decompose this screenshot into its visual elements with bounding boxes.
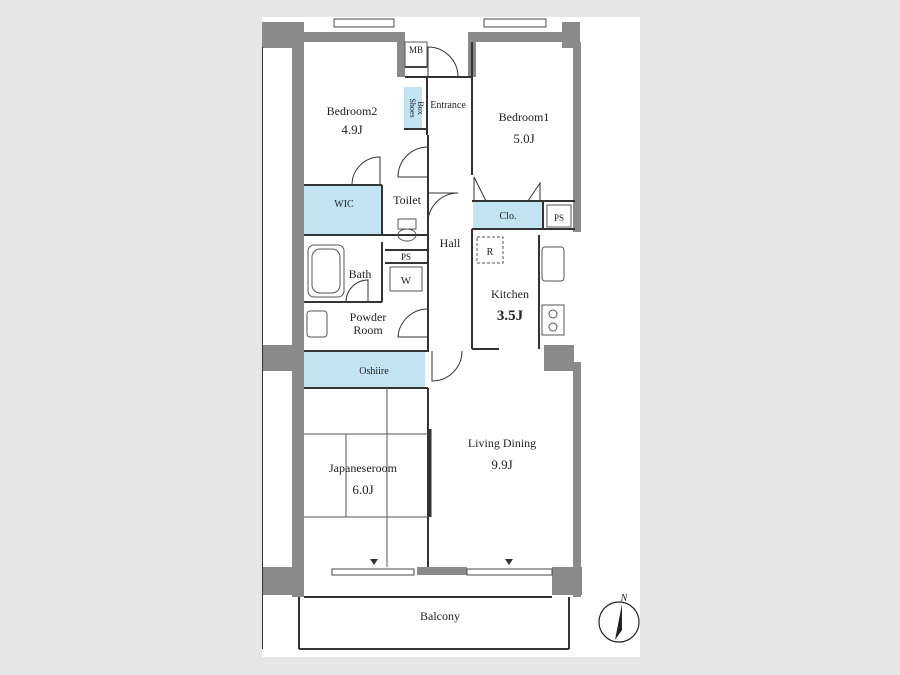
walls	[262, 22, 582, 597]
wic-fill	[304, 185, 382, 234]
shoes-box-fill	[404, 87, 422, 129]
japaneseroom-label: Japaneseroom	[329, 461, 398, 475]
door-powder	[397, 308, 429, 338]
mb-box	[404, 41, 428, 68]
washer-box	[389, 266, 423, 292]
wall-bottom-mid	[417, 567, 467, 575]
fridge-box	[476, 236, 504, 264]
storage-fills	[304, 87, 543, 387]
living-dining-label: Living Dining	[468, 436, 536, 450]
stove-burner-1	[548, 309, 558, 319]
door-toilet	[397, 146, 429, 178]
powder-room-label-line1: Powder	[350, 310, 387, 324]
powder-room-label-line2: Room	[353, 323, 383, 337]
shoes-box-label-line2: Box	[416, 101, 425, 114]
compass-label: N	[620, 593, 629, 604]
entrance-label: Entrance	[430, 100, 466, 111]
kitchen-stove	[541, 304, 565, 336]
partitions	[262, 42, 575, 650]
kitchen-sink	[541, 246, 565, 282]
mb-label: MB	[409, 45, 423, 55]
wall-top-bedroom2	[304, 32, 399, 42]
door-entrance	[427, 46, 459, 78]
wall-top-right	[562, 22, 580, 48]
ps-bath-label: PS	[401, 252, 411, 262]
bedroom1-label: Bedroom1	[499, 110, 550, 124]
shoes-box-label-line1: Shoes	[408, 98, 417, 117]
wic-label: WIC	[334, 199, 354, 210]
entry-arrow-living	[505, 559, 513, 565]
toilet-tank	[397, 218, 417, 230]
kitchen-size: 3.5J	[497, 308, 524, 324]
hall-label: Hall	[440, 236, 461, 250]
wall-right-lower	[573, 362, 581, 597]
bedroom2-label: Bedroom2	[327, 104, 378, 118]
wall-left-mid	[262, 345, 304, 371]
stove-burner-2	[548, 322, 558, 332]
wall-left-outer	[292, 32, 304, 597]
ps-upper-label: PS	[554, 213, 564, 223]
entry-arrow-japanese	[370, 559, 378, 565]
balcony-label: Balcony	[420, 609, 460, 623]
wall-bottom-left	[262, 567, 304, 595]
door-living	[431, 350, 463, 382]
door-bedroom2	[351, 156, 381, 186]
north-compass: N	[598, 593, 640, 643]
closet-fill	[473, 202, 543, 229]
compass-ring	[598, 601, 640, 643]
washbasin	[306, 310, 328, 338]
compass-needle-icon	[615, 604, 622, 640]
window-bedroom1	[483, 18, 547, 28]
window-bedroom2	[333, 18, 395, 28]
kitchen-label: Kitchen	[491, 287, 529, 301]
wall-core-left	[397, 32, 405, 77]
closet-label: Clo.	[500, 211, 517, 222]
japaneseroom-size: 6.0J	[352, 482, 373, 497]
wall-right-mid	[544, 345, 574, 371]
window-japanese	[331, 568, 415, 576]
wall-top-left	[262, 22, 304, 48]
bathtub	[307, 244, 345, 298]
wall-bottom-right	[552, 567, 582, 595]
windows	[331, 18, 553, 576]
wall-right-upper	[573, 42, 581, 232]
washer-label: W	[401, 275, 412, 287]
door-toilet-hall	[427, 192, 459, 224]
wall-top-bedroom1	[474, 32, 579, 42]
bathtub-inner	[311, 248, 341, 294]
toilet-label: Toilet	[393, 193, 421, 207]
floor-plan: Bedroom2 4.9J Bedroom1 5.0J Kitchen 3.5J…	[262, 18, 582, 650]
living-dining-size: 9.9J	[491, 457, 512, 472]
fixtures	[304, 41, 572, 567]
door-bedroom1-right	[527, 181, 541, 202]
floor-plan-sheet: Bedroom2 4.9J Bedroom1 5.0J Kitchen 3.5J…	[262, 17, 640, 657]
bedroom1-size: 5.0J	[513, 131, 534, 146]
fridge-label: R	[487, 247, 494, 258]
bedroom2-size: 4.9J	[341, 122, 362, 137]
oshiire-fill	[304, 352, 425, 387]
doors	[345, 46, 541, 517]
door-bath	[345, 279, 369, 303]
window-living	[466, 568, 553, 576]
ps-upper-box	[546, 204, 572, 228]
door-bedroom1-left	[473, 176, 487, 202]
bath-label: Bath	[349, 267, 372, 281]
oshiire-label: Oshiire	[359, 366, 389, 377]
